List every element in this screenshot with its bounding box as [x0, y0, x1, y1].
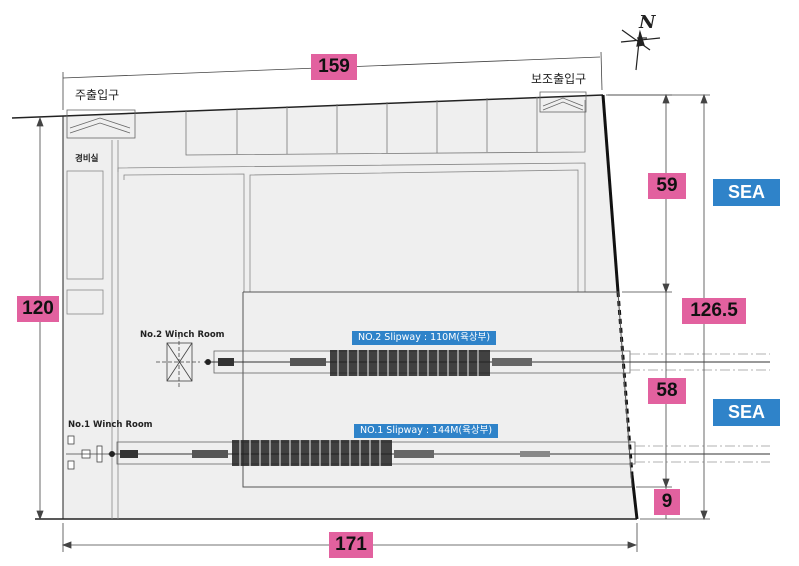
dimension-right-upper: 59 — [648, 173, 686, 199]
slipway-yard — [242, 291, 633, 488]
small-building — [66, 289, 104, 315]
no1-winch-room-symbol — [66, 435, 112, 470]
dimension-right-total: 126.5 — [682, 298, 746, 324]
seawall-upper — [601, 94, 620, 293]
no2-winch-room-symbol — [156, 335, 200, 389]
sea-label-lower: SEA — [713, 399, 780, 426]
dimension-bottom-width: 171 — [329, 532, 373, 558]
dimension-right-lower: 9 — [654, 489, 680, 515]
compass-rose-icon — [620, 29, 661, 71]
guard-house-label: 경비실 — [75, 154, 99, 164]
no2-slipway-label: NO.2 Slipway : 110M(육상부) — [352, 331, 497, 345]
no1-slipway-label: NO.1 Slipway : 144M(육상부) — [354, 424, 499, 438]
no1-slipway-track — [108, 440, 770, 466]
no2-slipway-track — [204, 350, 770, 376]
main-gate-symbol — [66, 109, 136, 139]
sub-gate-symbol — [539, 91, 587, 113]
north-boundary — [11, 94, 604, 119]
no1-winch-room-label: No.1 Winch Room — [68, 420, 153, 430]
dimension-left-height: 120 — [17, 296, 59, 322]
dimension-right-middle: 58 — [648, 378, 686, 404]
dimension-top-width: 159 — [311, 54, 357, 80]
sub-gate-label: 보조출입구 — [531, 72, 587, 86]
no2-winch-room-label: No.2 Winch Room — [140, 330, 225, 340]
north-label: N — [639, 12, 656, 33]
guard-building — [66, 170, 104, 280]
site-area — [63, 95, 637, 519]
parking-row — [185, 97, 586, 156]
seawall-lower — [630, 474, 639, 520]
main-gate-label: 주출입구 — [75, 88, 120, 102]
sea-label-upper: SEA — [713, 179, 780, 206]
